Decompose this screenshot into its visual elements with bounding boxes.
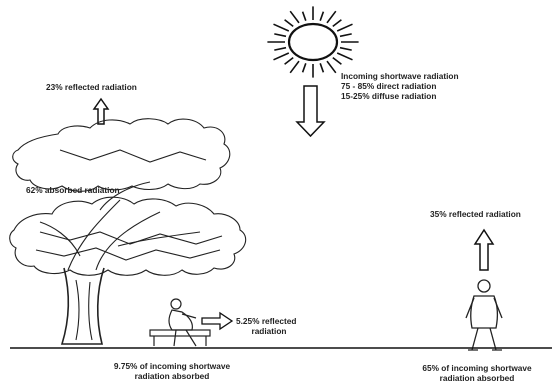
sun-ray bbox=[336, 52, 353, 61]
under-canopy-absorbed-line2: radiation absorbed bbox=[134, 371, 210, 381]
bench-reflected-arrow bbox=[201, 311, 234, 331]
sun-ray bbox=[301, 63, 307, 73]
sun-ray bbox=[273, 52, 290, 61]
open-area-absorbed-line2: radiation absorbed bbox=[439, 373, 515, 383]
sun-ray bbox=[319, 11, 325, 21]
bench-person-illustration bbox=[149, 298, 211, 347]
sun-ray bbox=[274, 46, 287, 51]
sun-ray bbox=[284, 19, 294, 28]
sun-ray bbox=[289, 10, 300, 24]
open-area-reflected-label: 35% reflected radiation bbox=[430, 209, 521, 219]
direct-radiation-label: 75 - 85% direct radiation bbox=[341, 81, 437, 91]
sun-ray bbox=[319, 63, 325, 73]
sun-ray bbox=[274, 33, 287, 38]
incoming-radiation-title: Incoming shortwave radiation bbox=[341, 71, 459, 81]
bench-reflected-label-line2: radiation bbox=[251, 326, 287, 336]
sun-ray bbox=[336, 23, 353, 32]
bench-reflected-label-line1: 5.25% reflected bbox=[236, 316, 297, 326]
tree-reflected-label: 23% reflected radiation bbox=[46, 82, 137, 92]
sun-ray bbox=[273, 23, 290, 32]
diffuse-radiation-label: 15-25% diffuse radiation bbox=[341, 91, 437, 101]
sun-ray bbox=[339, 46, 352, 51]
sun-ray bbox=[339, 33, 352, 38]
open-area-absorbed-line1: 65% of incoming shortwave bbox=[422, 363, 532, 373]
tree-illustration bbox=[9, 118, 247, 345]
sun-icon bbox=[267, 6, 359, 78]
sun-ray bbox=[289, 60, 300, 74]
sun-ray bbox=[332, 19, 342, 28]
standing-person-illustration bbox=[465, 279, 503, 351]
under-canopy-absorbed-line1: 9.75% of incoming shortwave bbox=[113, 361, 231, 371]
incoming-radiation-arrow bbox=[295, 85, 326, 138]
sun-ray bbox=[284, 56, 294, 65]
sun-ray bbox=[326, 60, 337, 74]
sun-ray bbox=[326, 10, 337, 24]
sun-ray bbox=[332, 56, 342, 65]
person-reflected-arrow bbox=[473, 228, 495, 271]
tree-absorbed-label: 62% absorbed radiation bbox=[26, 185, 120, 195]
tree-reflected-arrow bbox=[92, 97, 110, 125]
sun-ray bbox=[301, 11, 307, 21]
